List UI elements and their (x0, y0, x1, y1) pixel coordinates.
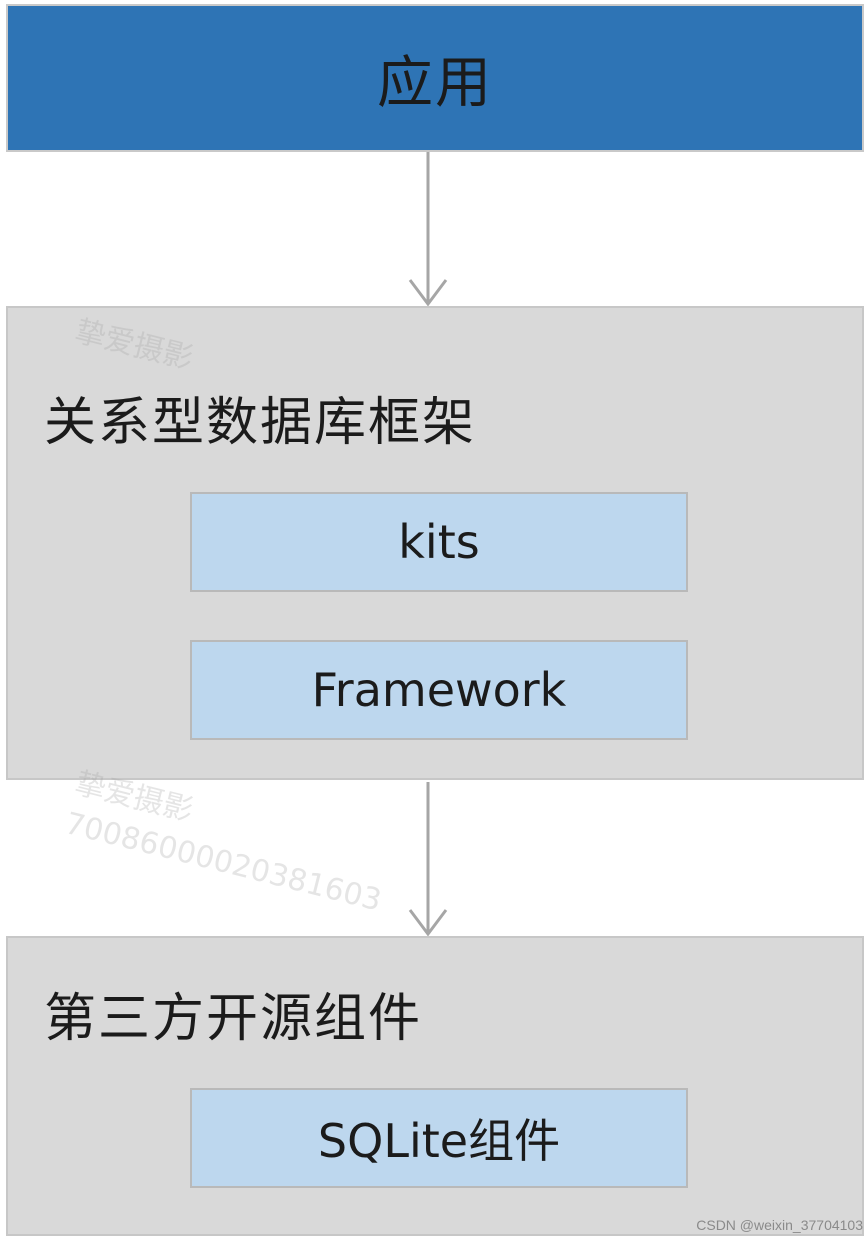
app-layer-label: 应用 (377, 50, 493, 116)
sqlite-label: SQLite组件 (317, 1114, 561, 1168)
framework-component: Framework (190, 640, 688, 740)
arrowhead-rdb-to-oss (408, 909, 448, 937)
kits-component: kits (190, 492, 688, 592)
arrowhead-app-to-rdb (408, 279, 448, 307)
third-party-oss-layer: 第三方开源组件 SQLite组件 (6, 936, 864, 1236)
app-layer-box: 应用 (6, 4, 864, 152)
framework-label: Framework (311, 663, 567, 717)
rdb-framework-title: 关系型数据库框架 (44, 393, 477, 453)
rdb-framework-layer: 关系型数据库框架 kits Framework (6, 306, 864, 780)
footer-credit: CSDN @weixin_37704103 (696, 1217, 863, 1233)
kits-label: kits (398, 515, 480, 569)
sqlite-component: SQLite组件 (190, 1088, 688, 1188)
third-party-oss-title: 第三方开源组件 (44, 989, 423, 1049)
